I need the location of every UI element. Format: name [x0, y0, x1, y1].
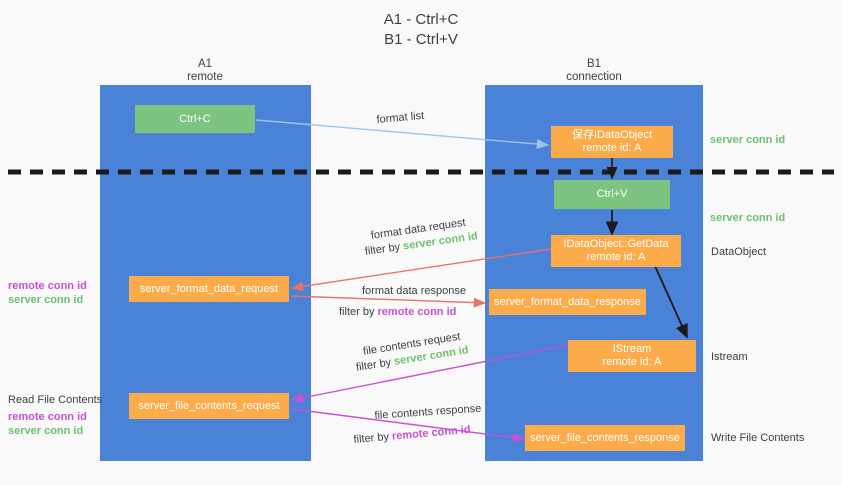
annotation-read-file-contents: Read File Contents — [8, 394, 103, 406]
node-server-file-contents-request[interactable]: server_file_contents_request — [129, 393, 289, 419]
node-ctrl-v-label: Ctrl+V — [596, 188, 628, 200]
node-ctrl-c-label: Ctrl+C — [179, 112, 211, 125]
edge-label-format-data-response: format data response — [362, 285, 466, 297]
lane-header-a1: A1 remote — [100, 58, 310, 84]
filter-prefix: filter by — [353, 430, 393, 446]
lane-header-a1-title: A1 — [197, 58, 213, 70]
annotation-write-file-contents: Write File Contents — [711, 432, 805, 444]
title-line-2: B1 - Ctrl+V — [384, 31, 458, 48]
node-istream-sublabel: remote id: A — [602, 356, 662, 368]
edge-label-format-data-response-filter: filter by remote conn id — [339, 305, 456, 319]
filter-prefix: filter by — [339, 306, 378, 318]
arrow-format-data-request — [290, 248, 552, 292]
annotation-conn-ids-format: remote conn id server conn id — [8, 279, 87, 307]
lane-header-b1-title: B1 — [586, 58, 602, 70]
lane-header-b1-subtitle: connection — [566, 71, 622, 83]
arrow-file-contents-request — [290, 344, 569, 403]
node-getdata-label: IDataObject::GetData — [563, 238, 669, 250]
node-ctrl-v[interactable]: Ctrl+V — [554, 180, 670, 209]
node-server-format-data-response-label: server_format_data_response — [494, 295, 641, 308]
annotation-remote-conn-id-2: remote conn id — [8, 411, 87, 423]
node-server-format-data-response[interactable]: server_format_data_response — [489, 289, 646, 315]
title-line-1: A1 - Ctrl+C — [383, 11, 459, 28]
node-server-file-contents-response[interactable]: server_file_contents_response — [525, 425, 685, 451]
annotation-server-conn-id-top: server conn id — [710, 134, 786, 146]
lane-header-a1-subtitle: remote — [187, 71, 223, 83]
node-server-format-data-request-label: server_format_data_request — [139, 282, 279, 295]
annotation-remote-conn-id-1: remote conn id — [8, 280, 87, 292]
filter-key-remote-conn-id: remote conn id — [377, 306, 457, 318]
node-server-file-contents-request-label: server_file_contents_request — [138, 399, 280, 412]
annotation-read-file-contents-group: Read File Contents remote conn id server… — [8, 393, 102, 438]
arrow-format-list — [255, 119, 550, 149]
annotation-server-conn-id-2: server conn id — [8, 425, 84, 437]
node-server-format-data-request[interactable]: server_format_data_request — [129, 276, 289, 302]
node-save-idataobject-label: 保存IDataObject — [571, 129, 653, 141]
node-getdata[interactable]: IDataObject::GetData remote id: A — [551, 235, 681, 267]
node-server-file-contents-response-label: server_file_contents_response — [530, 431, 680, 444]
annotation-dataobject: DataObject — [711, 246, 767, 258]
node-istream-label: IStream — [612, 343, 652, 355]
node-istream[interactable]: IStream remote id: A — [568, 340, 696, 372]
annotation-server-conn-id-mid: server conn id — [710, 212, 786, 224]
node-save-idataobject[interactable]: 保存IDataObject remote id: A — [551, 126, 673, 158]
node-ctrl-c[interactable]: Ctrl+C — [135, 105, 255, 133]
annotation-istream: Istream — [711, 351, 748, 363]
arrow-format-data-response — [291, 295, 487, 308]
arrow-file-contents-response — [291, 408, 526, 443]
diagram-title: A1 - Ctrl+C B1 - Ctrl+V — [0, 10, 842, 50]
node-getdata-sublabel: remote id: A — [586, 251, 646, 263]
node-save-idataobject-sublabel: remote id: A — [582, 142, 642, 154]
annotation-server-conn-id-1: server conn id — [8, 294, 84, 306]
arrow-getdata-to-istream — [654, 265, 688, 339]
lane-header-b1: B1 connection — [485, 58, 703, 84]
